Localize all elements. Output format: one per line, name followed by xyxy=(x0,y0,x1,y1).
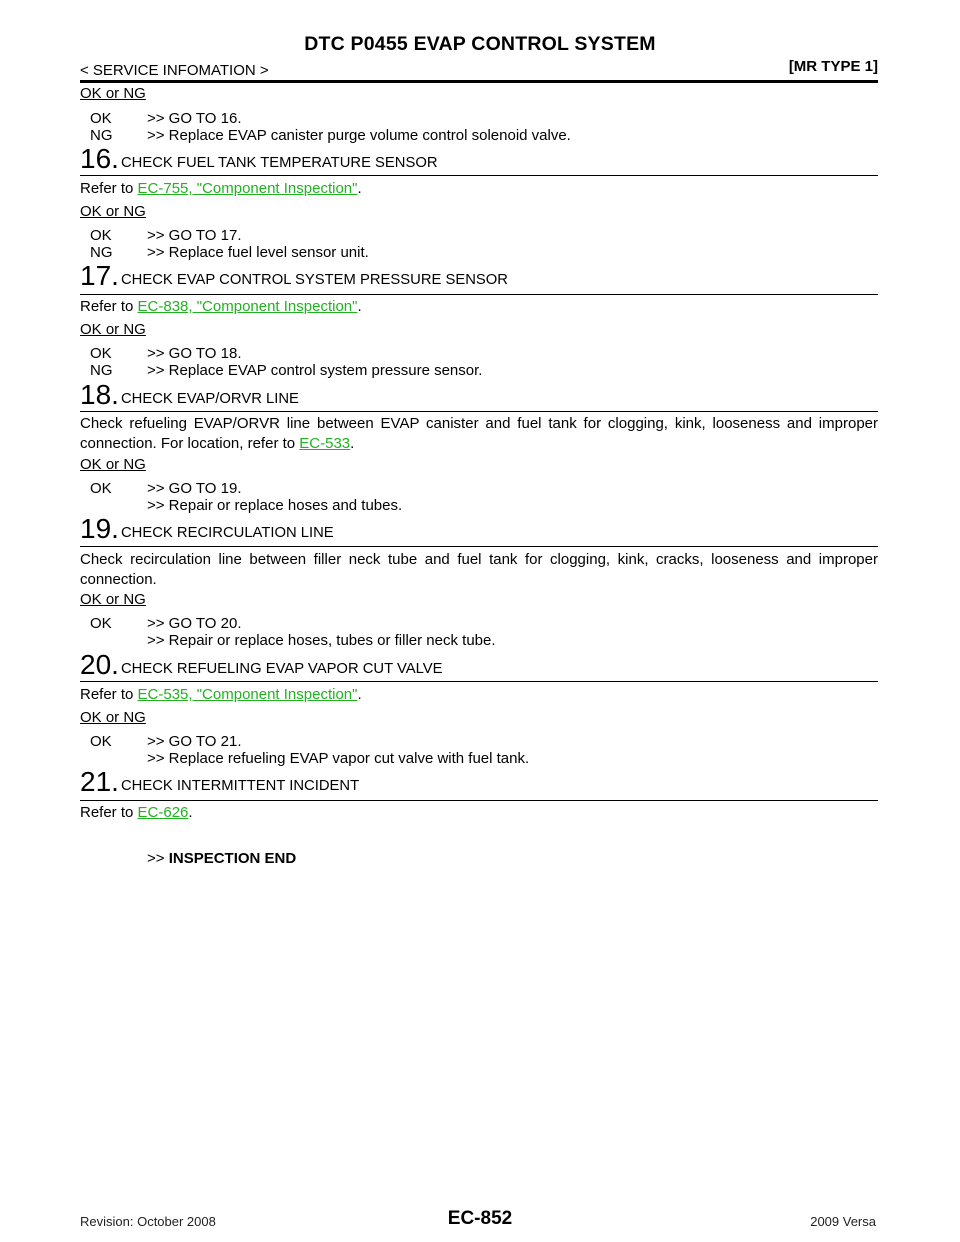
ec-533-link[interactable]: EC-533 xyxy=(299,435,351,452)
page-number: EC-852 xyxy=(447,1208,513,1229)
ok-or-ng-label: OK or NG xyxy=(80,321,146,338)
result-row: >> Repair or replace hoses and tubes. xyxy=(147,497,403,514)
step-number: 16. xyxy=(80,143,119,174)
step-heading-19: 19. CHECK RECIRCULATION LINE xyxy=(80,513,878,544)
ec-535-link[interactable]: EC-535, "Component Inspection" xyxy=(137,686,358,703)
ec-755-link[interactable]: EC-755, "Component Inspection" xyxy=(137,180,358,197)
page-title: DTC P0455 EVAP CONTROL SYSTEM xyxy=(304,33,656,55)
step-divider xyxy=(80,294,878,295)
step-number: 17. xyxy=(80,260,119,291)
result-row: OK >> GO TO 16. xyxy=(0,110,960,128)
step-instruction: Check refueling EVAP/ORVR line between E… xyxy=(80,415,878,452)
step-heading-21: 21. CHECK INTERMITTENT INCIDENT xyxy=(80,766,878,797)
step-label: CHECK EVAP/ORVR LINE xyxy=(121,391,299,407)
ok-or-ng-label: OK or NG xyxy=(80,85,146,102)
step-number: 18. xyxy=(80,379,119,410)
step-label: CHECK REFUELING EVAP VAPOR CUT VALVE xyxy=(121,661,443,677)
inspection-end: >> INSPECTION END xyxy=(147,850,297,867)
step-instruction: Refer to EC-838, "Component Inspection". xyxy=(80,298,362,315)
result-key: OK xyxy=(90,110,112,127)
result-row: NG >> Replace EVAP canister purge volume… xyxy=(0,127,960,145)
result-text: >> GO TO 16. xyxy=(147,110,242,127)
ok-or-ng-label: OK or NG xyxy=(80,591,146,608)
ec-838-link[interactable]: EC-838, "Component Inspection" xyxy=(137,298,358,315)
model-tag: [MR TYPE 1] xyxy=(788,58,878,75)
step-instruction: Refer to EC-535, "Component Inspection". xyxy=(80,686,362,703)
ec-626-link[interactable]: EC-626 xyxy=(137,804,189,821)
step-divider xyxy=(80,800,878,801)
step-divider xyxy=(80,546,878,547)
step-heading-16: 16. CHECK FUEL TANK TEMPERATURE SENSOR xyxy=(80,143,878,174)
result-row: OK >> GO TO 20. xyxy=(90,615,242,632)
ok-or-ng-label: OK or NG xyxy=(80,456,146,473)
step-label: CHECK FUEL TANK TEMPERATURE SENSOR xyxy=(121,155,438,171)
section-label: < SERVICE INFOMATION > xyxy=(80,62,269,79)
step-heading-20: 20. CHECK REFUELING EVAP VAPOR CUT VALVE xyxy=(80,649,878,680)
result-row: NG >> Replace fuel level sensor unit. xyxy=(90,244,369,261)
result-row: OK >> GO TO 18. xyxy=(90,345,242,362)
header-divider xyxy=(80,80,878,83)
revision-label: Revision: October 2008 xyxy=(80,1214,216,1229)
step-divider xyxy=(80,681,878,682)
ok-or-ng-label: OK or NG xyxy=(80,709,146,726)
step-number: 19. xyxy=(80,513,119,544)
step-heading-18: 18. CHECK EVAP/ORVR LINE xyxy=(80,379,878,410)
step-divider xyxy=(80,175,878,176)
result-row: OK >> GO TO 21. xyxy=(90,733,242,750)
step-number: 21. xyxy=(80,766,119,797)
result-text: >> Replace EVAP canister purge volume co… xyxy=(147,127,571,144)
step-divider xyxy=(80,411,878,412)
model-label: 2009 Versa xyxy=(810,1214,876,1229)
result-row: >> Replace refueling EVAP vapor cut valv… xyxy=(147,750,530,767)
step-instruction: Refer to EC-626. xyxy=(80,804,193,821)
step-label: CHECK INTERMITTENT INCIDENT xyxy=(121,778,360,794)
step-label: CHECK RECIRCULATION LINE xyxy=(121,525,334,541)
step-instruction: Refer to EC-755, "Component Inspection". xyxy=(80,180,362,197)
step-heading-17: 17. CHECK EVAP CONTROL SYSTEM PRESSURE S… xyxy=(80,260,878,291)
result-row: OK >> GO TO 17. xyxy=(90,227,242,244)
result-key: NG xyxy=(90,127,113,144)
step-instruction: Check recirculation line between filler … xyxy=(80,551,878,588)
result-row: OK >> GO TO 19. xyxy=(90,480,242,497)
result-row: >> Repair or replace hoses, tubes or fil… xyxy=(147,632,496,649)
step-label: CHECK EVAP CONTROL SYSTEM PRESSURE SENSO… xyxy=(121,272,508,288)
result-row: NG >> Replace EVAP control system pressu… xyxy=(90,362,483,379)
step-number: 20. xyxy=(80,649,119,680)
ok-or-ng-label: OK or NG xyxy=(80,203,146,220)
